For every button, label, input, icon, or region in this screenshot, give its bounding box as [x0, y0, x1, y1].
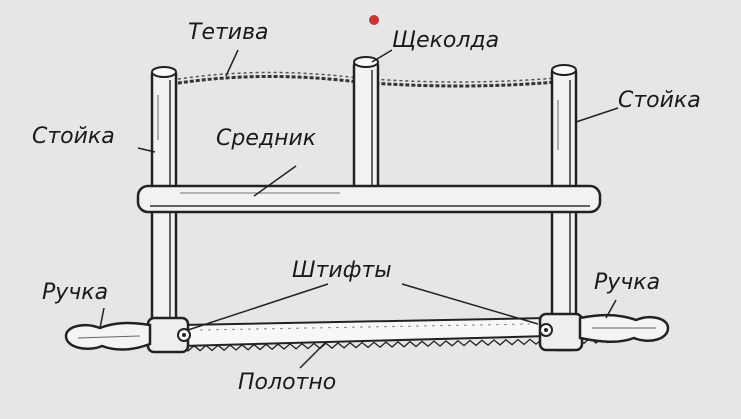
label-shtifty: Штифты	[292, 258, 392, 283]
label-stoyka-right: Стойка	[618, 88, 701, 113]
leader-tetiva	[225, 49, 239, 77]
label-shchekolda: Щеколда	[392, 28, 500, 53]
left-pin	[146, 316, 191, 354]
leader-shtifty-left	[187, 283, 329, 331]
label-polotno: Полотно	[238, 370, 337, 395]
left-handle	[64, 321, 152, 351]
label-ruchka-left: Ручка	[42, 280, 109, 305]
toggle-stick	[352, 56, 380, 208]
leader-stoyka-left	[137, 147, 156, 153]
leader-stoyka-right	[575, 107, 619, 123]
label-ruchka-right: Ручка	[594, 270, 661, 295]
ink-dot	[369, 15, 379, 25]
label-stoyka-left: Стойка	[32, 124, 115, 149]
leader-ruchka-right	[605, 299, 617, 319]
right-handle	[578, 314, 670, 343]
leader-lines	[99, 49, 619, 369]
leader-shtifty-right	[401, 283, 539, 325]
leader-shchekolda	[371, 49, 393, 63]
label-srednik: Средник	[216, 126, 317, 151]
label-tetiva: Тетива	[188, 20, 269, 45]
right-pin	[538, 312, 584, 352]
leader-polotno	[299, 341, 327, 369]
leader-ruchka-left	[99, 307, 105, 329]
middle-bar	[136, 184, 602, 214]
leader-srednik	[253, 165, 297, 197]
